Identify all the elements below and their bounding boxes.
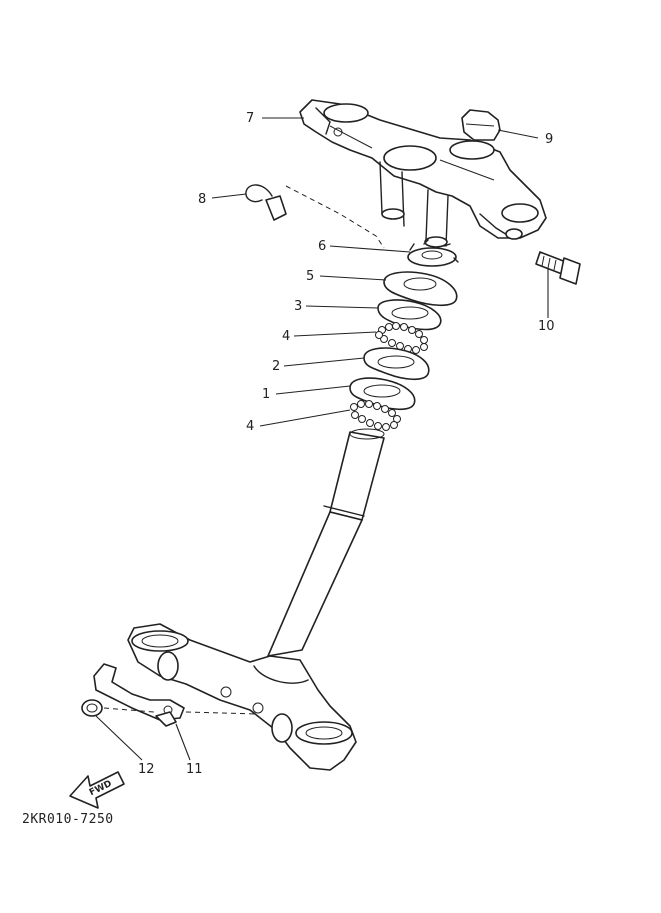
upper-ball-bearing [375, 322, 428, 354]
leader-11 [175, 723, 191, 761]
wire-clip [245, 184, 385, 249]
callout-11: 11 [186, 762, 203, 777]
callout-4-upper: 4 [282, 329, 290, 344]
leader-3 [305, 305, 379, 309]
callout-1: 1 [262, 387, 270, 402]
callout-8: 8 [198, 192, 206, 207]
callout-4-lower: 4 [246, 419, 254, 434]
hex-bolt [81, 699, 257, 717]
callout-3: 3 [294, 299, 302, 314]
leader-9 [497, 129, 539, 139]
cable-guide [93, 663, 185, 727]
lower-race [349, 377, 416, 411]
pinch-bolt [535, 251, 581, 285]
under-bracket-stem [127, 428, 385, 771]
leader-12 [95, 715, 143, 761]
leader-4a [293, 331, 377, 337]
fwd-arrow-icon: FWD [69, 771, 125, 809]
leader-6 [329, 245, 411, 253]
callout-9: 9 [545, 132, 553, 147]
callout-5: 5 [306, 269, 314, 284]
leader-8 [211, 193, 247, 199]
washer [383, 271, 458, 307]
upper-bracket [299, 99, 547, 248]
leader-4b [259, 409, 351, 427]
ring-nut [407, 239, 459, 267]
leader-5 [319, 275, 387, 281]
callout-12: 12 [138, 762, 155, 777]
lower-ball-bearing [350, 400, 401, 431]
drawing-code: 2KR010-7250 [22, 812, 114, 827]
cap-nut [461, 109, 501, 141]
callout-10: 10 [538, 319, 555, 334]
callout-2: 2 [272, 359, 280, 374]
upper-race [363, 347, 430, 381]
callout-7: 7 [246, 111, 254, 126]
upper-bearing-cover [377, 299, 442, 331]
leader-2 [283, 357, 365, 367]
callout-6: 6 [318, 239, 326, 254]
leader-1 [275, 385, 351, 395]
